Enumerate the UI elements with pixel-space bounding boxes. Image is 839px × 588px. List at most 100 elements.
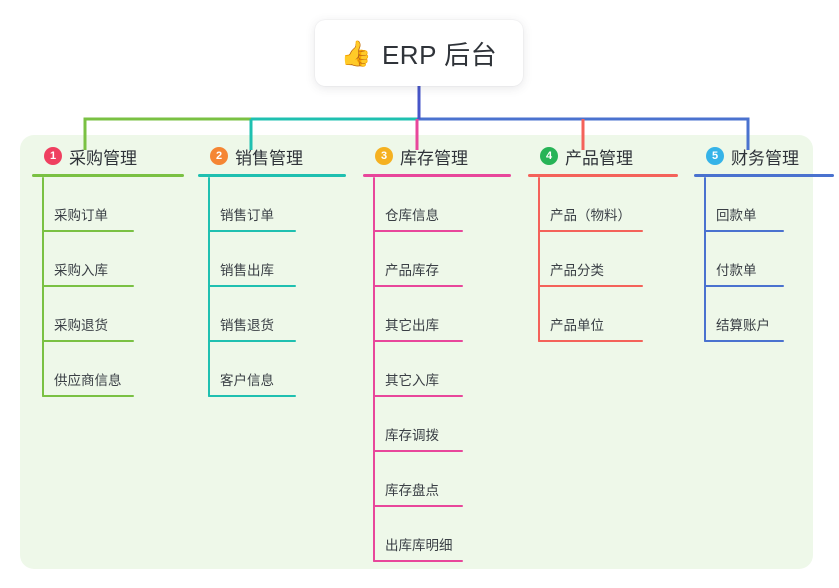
list-item-rule xyxy=(42,230,134,232)
list-item-rule xyxy=(42,395,134,397)
list-item-label: 采购退货 xyxy=(54,318,108,333)
list-item[interactable]: 其它出库 xyxy=(363,287,511,342)
column-5: 5 财务管理回款单付款单结算账户 xyxy=(694,143,834,342)
list-item[interactable]: 销售退货 xyxy=(198,287,346,342)
list-item-rule xyxy=(208,395,296,397)
list-item-label: 销售退货 xyxy=(220,318,274,333)
column-title-5: 财务管理 xyxy=(731,148,799,168)
list-item-label: 回款单 xyxy=(716,208,757,223)
list-item-rule xyxy=(373,395,463,397)
column-items-1: 采购订单采购入库采购退货供应商信息 xyxy=(32,177,184,397)
column-spine-1 xyxy=(42,177,44,397)
list-item-label: 付款单 xyxy=(716,263,757,278)
list-item-label: 产品（物料） xyxy=(550,208,631,223)
list-item[interactable]: 回款单 xyxy=(694,177,834,232)
column-title-3: 库存管理 xyxy=(400,148,468,168)
list-item[interactable]: 产品库存 xyxy=(363,232,511,287)
column-3: 3 库存管理仓库信息产品库存其它出库其它入库库存调拨库存盘点出库库明细 xyxy=(363,143,511,562)
list-item-label: 产品单位 xyxy=(550,318,604,333)
root-node[interactable]: 👍 ERP 后台 xyxy=(315,20,523,86)
list-item[interactable]: 出库库明细 xyxy=(363,507,511,562)
list-item[interactable]: 采购退货 xyxy=(32,287,184,342)
list-item-label: 供应商信息 xyxy=(54,373,122,388)
list-item[interactable]: 产品分类 xyxy=(528,232,678,287)
list-item[interactable]: 库存盘点 xyxy=(363,452,511,507)
list-item[interactable]: 库存调拨 xyxy=(363,397,511,452)
column-rule-4 xyxy=(528,174,678,177)
list-item-label: 采购订单 xyxy=(54,208,108,223)
list-item-rule xyxy=(373,450,463,452)
column-badge-3: 3 xyxy=(375,147,393,165)
list-item-rule xyxy=(373,230,463,232)
list-item-rule xyxy=(42,340,134,342)
list-item-label: 销售订单 xyxy=(220,208,274,223)
column-rule-3 xyxy=(363,174,511,177)
list-item-label: 其它入库 xyxy=(385,373,439,388)
list-item-label: 仓库信息 xyxy=(385,208,439,223)
list-item-label: 结算账户 xyxy=(716,318,770,333)
list-item[interactable]: 付款单 xyxy=(694,232,834,287)
list-item[interactable]: 采购订单 xyxy=(32,177,184,232)
list-item-rule xyxy=(42,285,134,287)
column-rule-1 xyxy=(32,174,184,177)
list-item-label: 库存调拨 xyxy=(385,428,439,443)
list-item-rule xyxy=(208,340,296,342)
column-spine-2 xyxy=(208,177,210,397)
column-2: 2 销售管理销售订单销售出库销售退货客户信息 xyxy=(198,143,346,397)
list-item-label: 其它出库 xyxy=(385,318,439,333)
list-item-rule xyxy=(373,505,463,507)
list-item[interactable]: 采购入库 xyxy=(32,232,184,287)
list-item-rule xyxy=(538,340,643,342)
list-item-label: 采购入库 xyxy=(54,263,108,278)
list-item[interactable]: 结算账户 xyxy=(694,287,834,342)
column-4: 4 产品管理产品（物料） 产品分类产品单位 xyxy=(528,143,678,342)
column-badge-5: 5 xyxy=(706,147,724,165)
list-item-rule xyxy=(538,230,643,232)
column-title-2: 销售管理 xyxy=(235,148,303,168)
list-item-label: 产品库存 xyxy=(385,263,439,278)
column-badge-1: 1 xyxy=(44,147,62,165)
column-header-3[interactable]: 3 库存管理 xyxy=(363,143,511,169)
list-item-rule xyxy=(704,285,784,287)
list-item-label: 库存盘点 xyxy=(385,483,439,498)
column-header-5[interactable]: 5 财务管理 xyxy=(694,143,834,169)
list-item-rule xyxy=(208,285,296,287)
list-item-label: 销售出库 xyxy=(220,263,274,278)
list-item-rule xyxy=(538,285,643,287)
column-rule-2 xyxy=(198,174,346,177)
column-items-5: 回款单付款单结算账户 xyxy=(694,177,834,342)
list-item[interactable]: 销售出库 xyxy=(198,232,346,287)
list-item[interactable]: 仓库信息 xyxy=(363,177,511,232)
list-item[interactable]: 客户信息 xyxy=(198,342,346,397)
list-item-rule xyxy=(704,340,784,342)
thumbs-up-icon: 👍 xyxy=(340,38,372,68)
list-item-rule xyxy=(208,230,296,232)
column-rule-5 xyxy=(694,174,834,177)
list-item-rule xyxy=(373,285,463,287)
list-item[interactable]: 产品单位 xyxy=(528,287,678,342)
column-header-4[interactable]: 4 产品管理 xyxy=(528,143,678,169)
list-item-rule xyxy=(704,230,784,232)
list-item-label: 产品分类 xyxy=(550,263,604,278)
list-item-rule xyxy=(373,340,463,342)
list-item-label: 客户信息 xyxy=(220,373,274,388)
column-spine-4 xyxy=(538,177,540,342)
list-item-rule xyxy=(373,560,463,562)
column-title-4: 产品管理 xyxy=(565,148,633,168)
diagram-backdrop-panel xyxy=(20,135,813,569)
column-spine-3 xyxy=(373,177,375,562)
root-title: ERP 后台 xyxy=(381,39,498,70)
column-badge-2: 2 xyxy=(210,147,228,165)
list-item[interactable]: 其它入库 xyxy=(363,342,511,397)
list-item[interactable]: 产品（物料） xyxy=(528,177,678,232)
column-header-2[interactable]: 2 销售管理 xyxy=(198,143,346,169)
column-badge-4: 4 xyxy=(540,147,558,165)
list-item-label: 出库库明细 xyxy=(385,538,453,553)
list-item[interactable]: 供应商信息 xyxy=(32,342,184,397)
column-items-4: 产品（物料） 产品分类产品单位 xyxy=(528,177,678,342)
column-items-3: 仓库信息产品库存其它出库其它入库库存调拨库存盘点出库库明细 xyxy=(363,177,511,562)
list-item[interactable]: 销售订单 xyxy=(198,177,346,232)
